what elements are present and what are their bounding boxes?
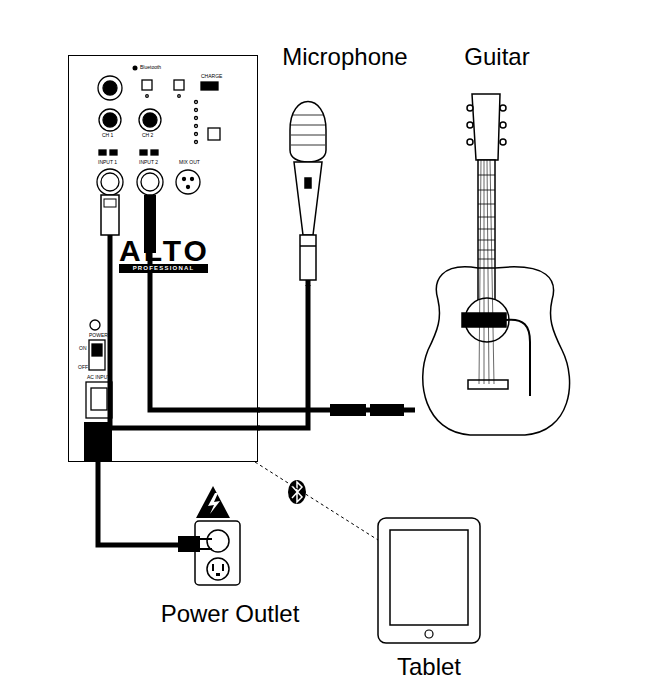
panel-label: POWER (89, 333, 108, 338)
cable (110, 232, 260, 428)
power-outlet (178, 486, 240, 585)
bluetooth-link (255, 462, 378, 540)
panel-label: MIX OUT (179, 160, 200, 165)
panel-label: CH 2 (142, 133, 153, 138)
brand-tagline: PROFESSIONAL (119, 264, 208, 273)
guitar (423, 94, 570, 435)
tablet (378, 518, 480, 643)
tablet-node: Tablet (378, 518, 480, 643)
device-label: Microphone (282, 45, 407, 69)
device-label: Guitar (464, 45, 529, 69)
panel-label: INPUT 1 (98, 160, 117, 165)
microphone-node: Microphone (284, 95, 332, 285)
panel-label: CH 1 (102, 133, 113, 138)
device-label: Power Outlet (161, 602, 300, 626)
guitar-node: Guitar (415, 90, 565, 440)
bluetooth-symbol (288, 480, 306, 504)
xlr-plug (104, 199, 116, 207)
panel-label: OFF (78, 365, 88, 370)
panel-label: AC INPUT (87, 375, 110, 380)
guitar-cable (258, 408, 415, 413)
panel-label: Bluetooth (140, 65, 161, 70)
power-plug (84, 422, 112, 462)
speaker-panel (86, 66, 220, 419)
power-cord (98, 462, 193, 545)
xlr-plug (101, 195, 119, 235)
microphone (290, 102, 326, 287)
speaker: ALTOPROFESSIONAL (68, 55, 258, 462)
panel-label: INPUT 2 (139, 160, 158, 165)
panel-label: CHARGE (201, 74, 222, 79)
device-label: Tablet (397, 655, 461, 679)
brand-logo: ALTO (119, 236, 210, 266)
panel-label: ON (79, 346, 87, 351)
mic-cable (258, 285, 308, 428)
outlet-node: Power Outlet (193, 482, 243, 587)
